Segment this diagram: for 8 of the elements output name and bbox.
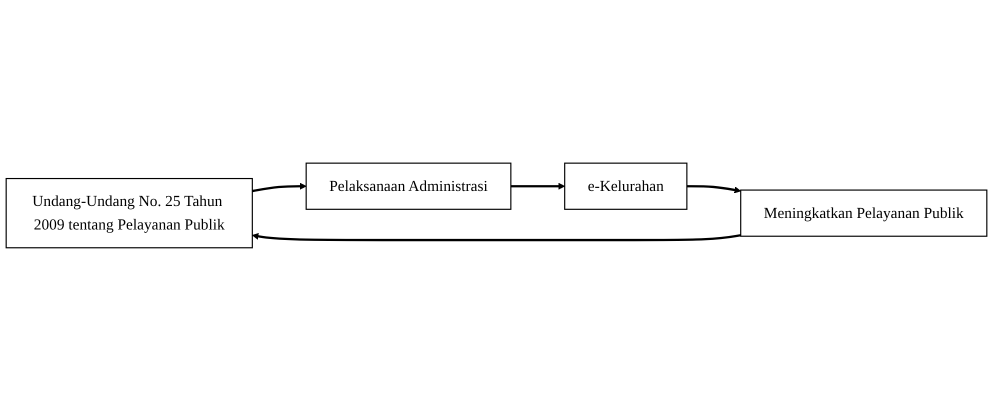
node-box: e-Kelurahan	[564, 162, 688, 210]
arrow	[686, 184, 742, 193]
arrow	[252, 182, 306, 192]
node-box: Meningkatkan Pelayanan Publik	[740, 189, 988, 236]
node-box: Pelaksanaan Administrasi	[306, 162, 512, 210]
node-box: Undang-Undang No. 25 Tahun 2009 tentang Pelayanan Publik	[6, 178, 253, 248]
arrow	[252, 232, 741, 241]
arrow	[510, 182, 565, 190]
